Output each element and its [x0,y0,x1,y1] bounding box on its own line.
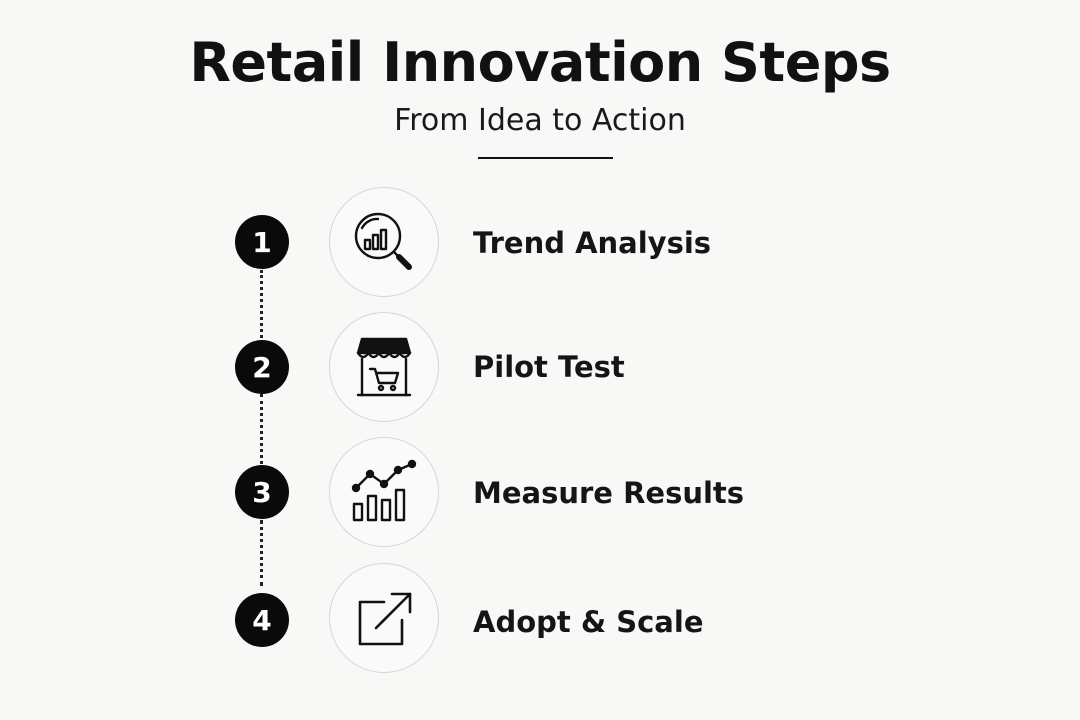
step-label: Measure Results [473,476,745,510]
step-icon-circle [329,187,439,297]
line-bar-chart-icon [351,459,417,522]
step-number-badge: 2 [235,340,289,394]
step-number-badge: 1 [235,215,289,269]
page-title: Retail Innovation Steps [189,31,891,94]
title-divider [478,157,613,159]
storefront-cart-icon [356,337,412,397]
step-label: Pilot Test [473,350,625,384]
step-icon-circle [329,312,439,422]
step-number-badge: 4 [235,593,289,647]
magnifier-bar-chart-icon [354,212,412,270]
step-connector [260,394,263,464]
step-icon-circle [329,437,439,547]
step-connector [260,520,263,586]
external-arrow-icon [358,592,412,646]
step-number-badge: 3 [235,465,289,519]
step-icon-circle [329,563,439,673]
step-label: Trend Analysis [473,226,712,260]
step-connector [260,270,263,338]
page-subtitle: From Idea to Action [394,103,686,138]
step-label: Adopt & Scale [473,605,704,639]
